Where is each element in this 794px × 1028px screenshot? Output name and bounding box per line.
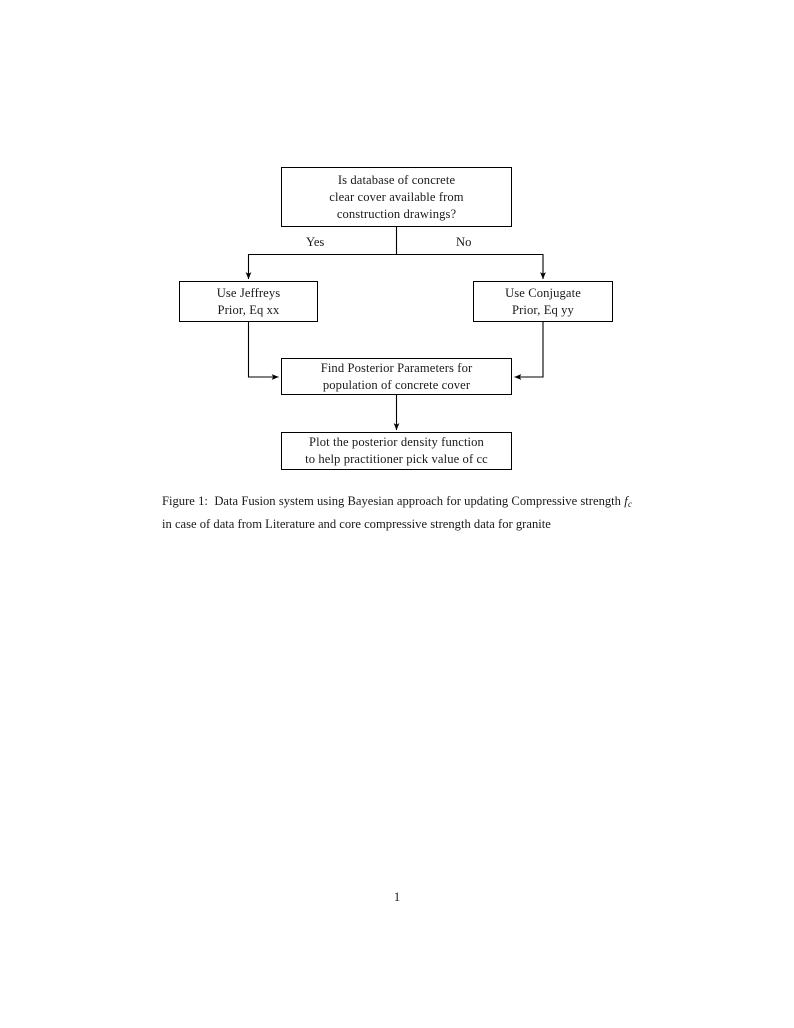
figure-caption: Figure 1: Data Fusion system using Bayes… [162,492,632,534]
node-text-line: construction drawings? [336,206,457,221]
node-text-line: Prior, Eq yy [512,302,574,317]
node-text-line: population of concrete cover [322,377,471,392]
node-text-line: Prior, Eq xx [217,302,280,317]
plot-posterior-density[interactable]: Plot the posterior density function to h… [281,432,512,470]
node-text-line: to help practitioner pick value of cc [305,452,488,466]
edge-conjugate-to-posterior [514,322,544,380]
decision-database-available[interactable]: Is database of concrete clear cover avai… [281,167,512,227]
node-text-line: Use Conjugate [505,285,581,300]
flowchart-connectors [245,227,546,431]
use-conjugate-prior[interactable]: Use Conjugate Prior, Eq yy [473,281,613,322]
caption-text-after-symbol: in case of data from Literature and core… [162,516,551,531]
edge-jeffreys-to-posterior [247,322,279,380]
node-text-line: Plot the posterior density function [309,435,484,449]
edge-label-no: No [456,235,472,249]
find-posterior-parameters[interactable]: Find Posterior Parameters for population… [281,358,512,395]
caption-label: Figure 1: [162,494,208,508]
edge-label-yes: Yes [306,235,325,249]
use-jeffreys-prior[interactable]: Use Jeffreys Prior, Eq xx [179,281,318,322]
caption-text-before-symbol: Data Fusion system using Bayesian approa… [214,494,621,508]
figure-flowchart: Is database of concrete clear cover avai… [0,0,794,490]
node-text-line: Use Jeffreys [216,285,281,300]
node-text-line: clear cover available from [329,189,464,204]
node-text-line: Find Posterior Parameters for [320,360,473,375]
caption-symbol: f [624,494,628,508]
caption-symbol-subscript: c [628,498,632,509]
node-text-line: Is database of concrete [337,172,456,187]
page-number: 1 [393,890,401,904]
